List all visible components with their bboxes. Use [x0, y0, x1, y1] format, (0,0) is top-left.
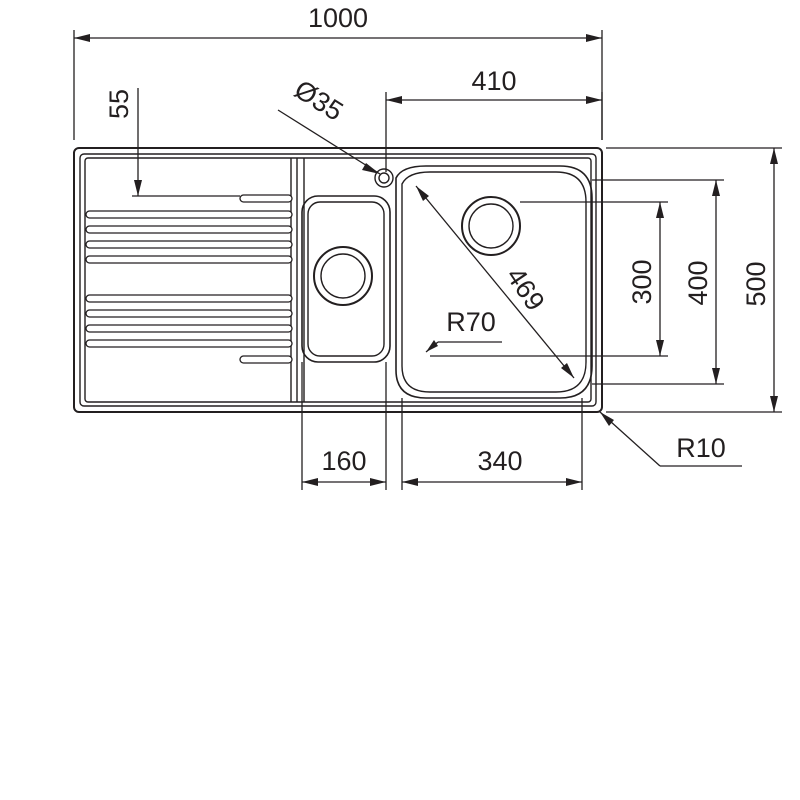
main-bowl-width-label: 340 — [477, 446, 522, 476]
dimension-outer-radius: R10 — [599, 411, 742, 467]
drainer-groove — [85, 309, 293, 318]
dimension-small-bowl-width: 160 — [301, 362, 387, 490]
drainer-groove — [85, 255, 293, 264]
drainer-groove — [239, 194, 293, 203]
overall-width-label: 1000 — [308, 3, 368, 33]
dimension-overall-width: 1000 — [73, 3, 603, 140]
main-bowl-drain — [461, 196, 521, 256]
dimension-bowl-radius: R70 — [425, 307, 502, 353]
small-bowl-width-label: 160 — [321, 446, 366, 476]
outer-radius-label: R10 — [676, 433, 726, 463]
drainer-groove — [85, 324, 293, 333]
drainer-groove — [85, 210, 293, 219]
dimension-overall-depth: 500 — [606, 147, 782, 413]
main-bowl-diagonal-label: 469 — [500, 262, 550, 316]
dimension-bowl-depth-outer: 400 — [592, 179, 724, 385]
small-bowl — [301, 195, 391, 363]
tap-hole — [374, 168, 394, 188]
dimension-main-bowl-diagonal: 469 — [415, 185, 575, 379]
drainer-groove — [85, 294, 293, 303]
overall-depth-label: 500 — [741, 261, 771, 306]
main-bowl — [395, 165, 593, 399]
bowl-depth-outer-label: 400 — [683, 260, 713, 305]
bowl-depth-inner-label: 300 — [627, 259, 657, 304]
drainer-groove — [85, 240, 293, 249]
drainer-groove — [85, 339, 293, 348]
dimension-main-bowl-width: 340 — [401, 398, 583, 490]
drainer-groove — [239, 355, 293, 364]
small-bowl-drain — [313, 246, 373, 306]
dimension-drainer-offset: 55 — [104, 88, 240, 197]
dimension-tap-hole: Ø35 — [277, 74, 381, 175]
tap-hole-label: Ø35 — [289, 74, 348, 126]
drainer-groove — [85, 225, 293, 234]
dimension-main-bowl-offset: 410 — [385, 66, 603, 172]
main-bowl-offset-label: 410 — [471, 66, 516, 96]
dimension-bowl-depth-inner: 300 — [430, 201, 668, 357]
drainer-offset-label: 55 — [104, 89, 134, 119]
bowl-radius-label: R70 — [446, 307, 496, 337]
drainer-board — [85, 158, 305, 402]
